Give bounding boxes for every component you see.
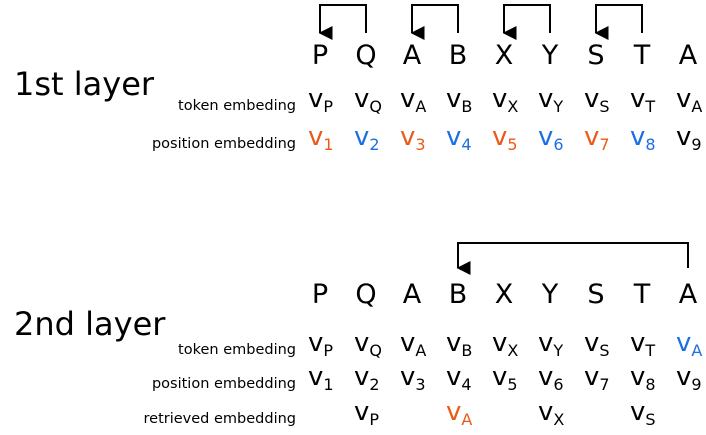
layer2-retrieved-embedding-vector: vX [538,397,565,429]
layer2-token: T [633,279,651,310]
layer2-token: B [448,279,468,310]
layer1-token-embedding-vector: vS [584,84,610,116]
layer1-token-embedding-vector: vT [630,84,656,116]
layer2-token-embedding-label: token embeding [178,342,296,358]
layer2-retrieved-embedding-vector: vA [446,397,473,429]
layer2-token: Y [541,279,559,310]
layer2-token-embedding-vector: vX [492,328,519,360]
layer1-position-embedding-vector: v3 [400,122,426,154]
layer1-position-embedding-vector: v1 [308,122,334,154]
layer2-retrieved-embedding-label: retrieved embedding [143,411,296,427]
layer2-token-embedding-vector: vY [538,328,564,360]
layer1-token: S [587,40,605,71]
layer2-token-embedding-vector: vA [676,328,703,360]
layer1-token: A [402,40,422,71]
layer1-token-embedding-vector: vB [446,84,473,116]
layer1-token: X [494,40,514,71]
layer2-position-embedding-vector: v8 [630,362,656,394]
layer2-position-embedding-vector: v3 [400,362,426,394]
layer1-arrows [318,4,643,40]
layer1-token-embedding-label: token embeding [178,98,296,114]
layer1-position-embedding-vector: v7 [584,122,610,154]
layer1-arrow [410,4,459,40]
layer2-title: 2nd layer [14,305,166,343]
layer1-arrow [594,4,643,40]
layer2-position-embedding-vector: v6 [538,362,564,394]
layer1-arrow [318,4,367,40]
layer1-position-embedding-vector: v8 [630,122,656,154]
layer2-token-embedding-vector: vB [446,328,473,360]
layer1-token-embedding-vector: vX [492,84,519,116]
layer1-position-embedding-vector: v9 [676,122,702,154]
layer2-token: Q [355,279,377,310]
layer2-token-embedding-vector: vT [630,328,656,360]
layer1-position-embedding-vector: v6 [538,122,564,154]
layer2-token: S [587,279,605,310]
layer2-arrows [456,242,689,275]
layer1-token: Q [355,40,377,71]
layer2-arrow [456,242,689,275]
layer2-retrieved-embedding-vector: vP [354,397,380,429]
layer2-token-embedding-vector: vP [308,328,334,360]
layer2-position-embedding-vector: v1 [308,362,334,394]
layer2-position-embedding-vector: v4 [446,362,472,394]
layer1-token-embedding-vector: vA [676,84,703,116]
layer2-retrieved-embedding-vector: vS [630,397,656,429]
layer1-token-embedding-vector: vP [308,84,334,116]
layer1-position-embedding-vector: v2 [354,122,380,154]
layer1-token: Y [541,40,559,71]
layer1-position-embedding-vector: v5 [492,122,518,154]
layer2-token-embedding-vector: vQ [354,328,382,360]
layer2-position-embedding-label: position embedding [151,376,296,392]
layer2-token-embedding-vector: vA [400,328,427,360]
layer1-position-embedding-label: position embedding [151,136,296,152]
layer2-token: A [678,279,698,310]
layer1-title: 1st layer [14,65,155,103]
layer1-token: B [448,40,468,71]
layer1-token: A [678,40,698,71]
layer1-position-embedding-vector: v4 [446,122,472,154]
layer2-token: P [311,279,329,310]
layer2-position-embedding-vector: v5 [492,362,518,394]
layer2-position-embedding-vector: v7 [584,362,610,394]
layer2-position-embedding-vector: v9 [676,362,702,394]
layer1-token-embedding-vector: vY [538,84,564,116]
layer1-token-embedding-vector: vA [400,84,427,116]
layer1-token-embedding-vector: vQ [354,84,382,116]
layer1-token: T [633,40,651,71]
layer2-token: A [402,279,422,310]
layer2-position-embedding-vector: v2 [354,362,380,394]
layer1-token: P [311,40,329,71]
layer2-token: X [494,279,514,310]
layer2-token-embedding-vector: vS [584,328,610,360]
layer1-arrow [502,4,551,40]
